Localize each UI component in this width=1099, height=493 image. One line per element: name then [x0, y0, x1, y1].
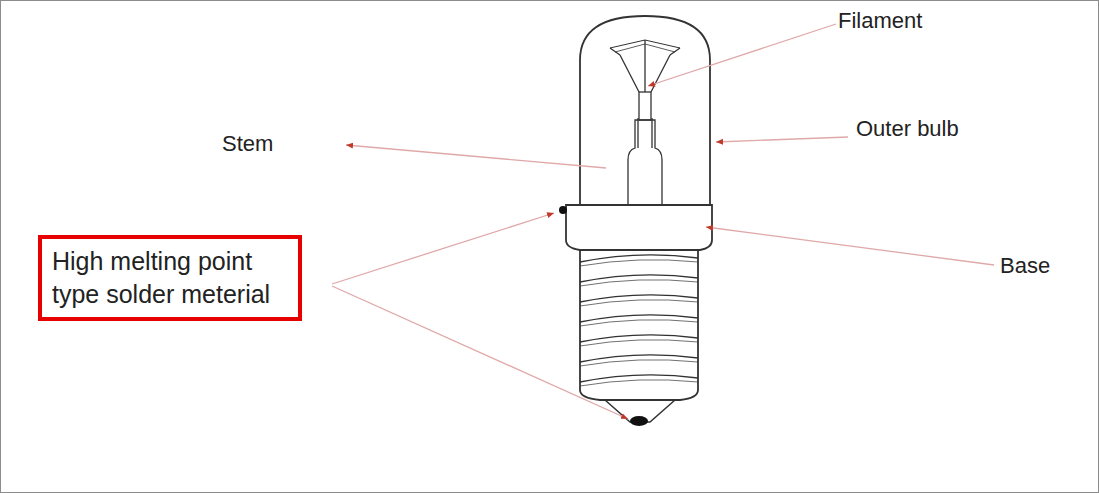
screw-threads	[580, 255, 698, 386]
stem-drawing	[610, 40, 680, 205]
callout-text: High melting point type solder meterial	[52, 245, 288, 311]
part-label: Filament	[838, 8, 922, 34]
part-label: Base	[1000, 253, 1050, 279]
solder-dot	[559, 206, 567, 214]
part-label: Outer bulb	[856, 116, 959, 142]
screw-outline	[580, 250, 698, 400]
leader-lines	[332, 24, 994, 419]
base-collar	[566, 205, 712, 250]
callout-box: High melting point type solder meterial	[38, 235, 302, 321]
part-label: Stem	[222, 131, 273, 157]
outer-bulb-outline	[580, 16, 710, 205]
solder-tip	[630, 416, 648, 426]
